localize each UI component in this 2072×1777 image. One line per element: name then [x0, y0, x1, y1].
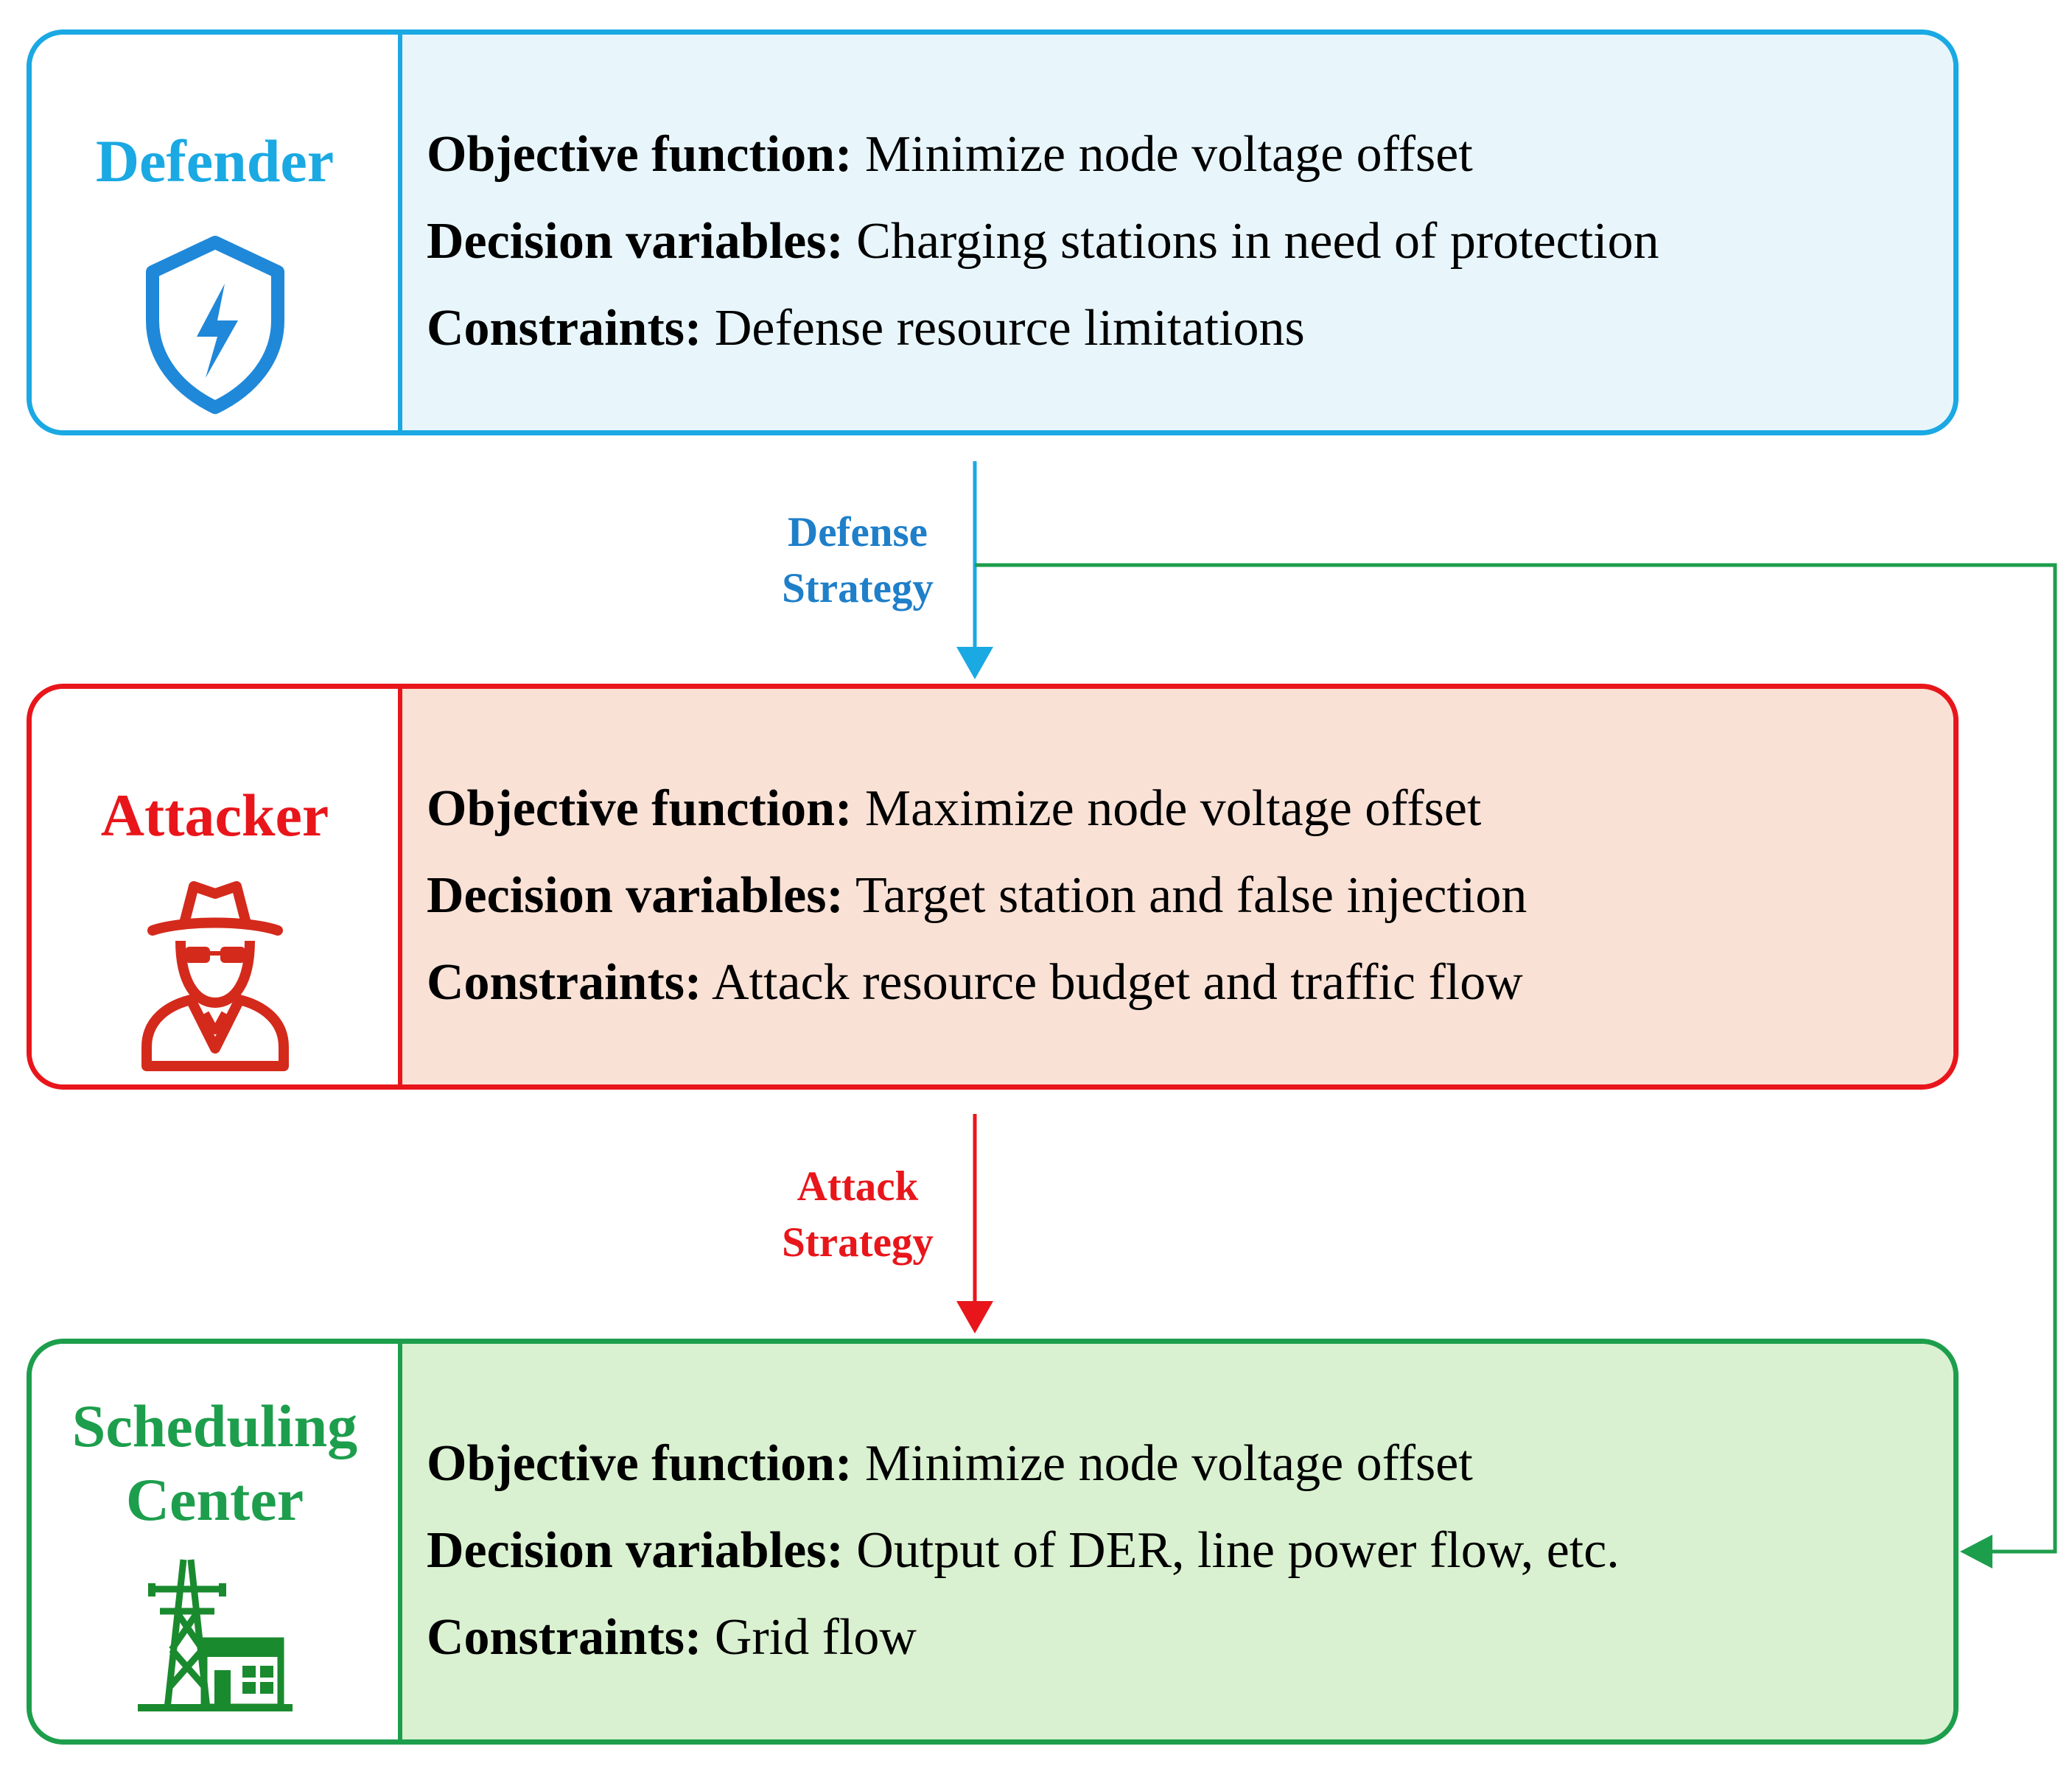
attacker-role-panel: Attacker	[32, 689, 402, 1084]
center-role-panel: Scheduling Center	[32, 1344, 402, 1739]
scheduling-center-box: Scheduling Center	[27, 1339, 1959, 1745]
defender-objective: Objective function: Minimize node voltag…	[427, 126, 1473, 183]
power-tower-building-icon	[137, 1559, 293, 1711]
attacker-decision: Decision variables: Target station and f…	[427, 867, 1527, 924]
spy-icon	[141, 881, 289, 1071]
center-objective: Objective function: Minimize node voltag…	[427, 1435, 1473, 1492]
attacker-objective: Objective function: Maximize node voltag…	[427, 780, 1482, 837]
defender-details: Objective function: Minimize node voltag…	[402, 35, 1953, 430]
center-constraints: Constraints: Grid flow	[427, 1609, 917, 1666]
defense-label-line1: Defense	[788, 509, 928, 555]
defense-strategy-label: Defense Strategy	[762, 505, 953, 617]
attack-arrow-head	[956, 1301, 993, 1333]
attacker-title: Attacker	[100, 782, 329, 849]
defense-arrow-head	[956, 647, 993, 679]
attack-label-line1: Attack	[797, 1163, 919, 1210]
defender-role-panel: Defender	[32, 35, 402, 430]
defender-decision: Decision variables: Charging stations in…	[427, 213, 1659, 270]
attack-strategy-label: Attack Strategy	[762, 1159, 953, 1271]
center-decision: Decision variables: Output of DER, line …	[427, 1522, 1620, 1579]
attacker-details: Objective function: Maximize node voltag…	[402, 689, 1953, 1084]
defender-constraints: Constraints: Defense resource limitation…	[427, 300, 1305, 357]
attacker-box: Attacker Objective function: Maximize no…	[27, 684, 1959, 1090]
feedback-arrow-head	[1960, 1535, 1992, 1569]
center-details: Objective function: Minimize node voltag…	[402, 1344, 1953, 1739]
attacker-constraints: Constraints: Attack resource budget and …	[427, 954, 1523, 1011]
shield-lightning-icon	[145, 236, 284, 414]
attack-label-line2: Strategy	[782, 1219, 934, 1266]
defender-title: Defender	[95, 127, 335, 194]
defense-label-line2: Strategy	[782, 565, 934, 611]
defender-box: Defender Objective function: Minimize no…	[27, 29, 1959, 435]
center-title-line1: Scheduling	[71, 1392, 358, 1459]
center-title-line2: Center	[125, 1466, 304, 1533]
feedback-arrow-line	[975, 563, 2057, 1554]
